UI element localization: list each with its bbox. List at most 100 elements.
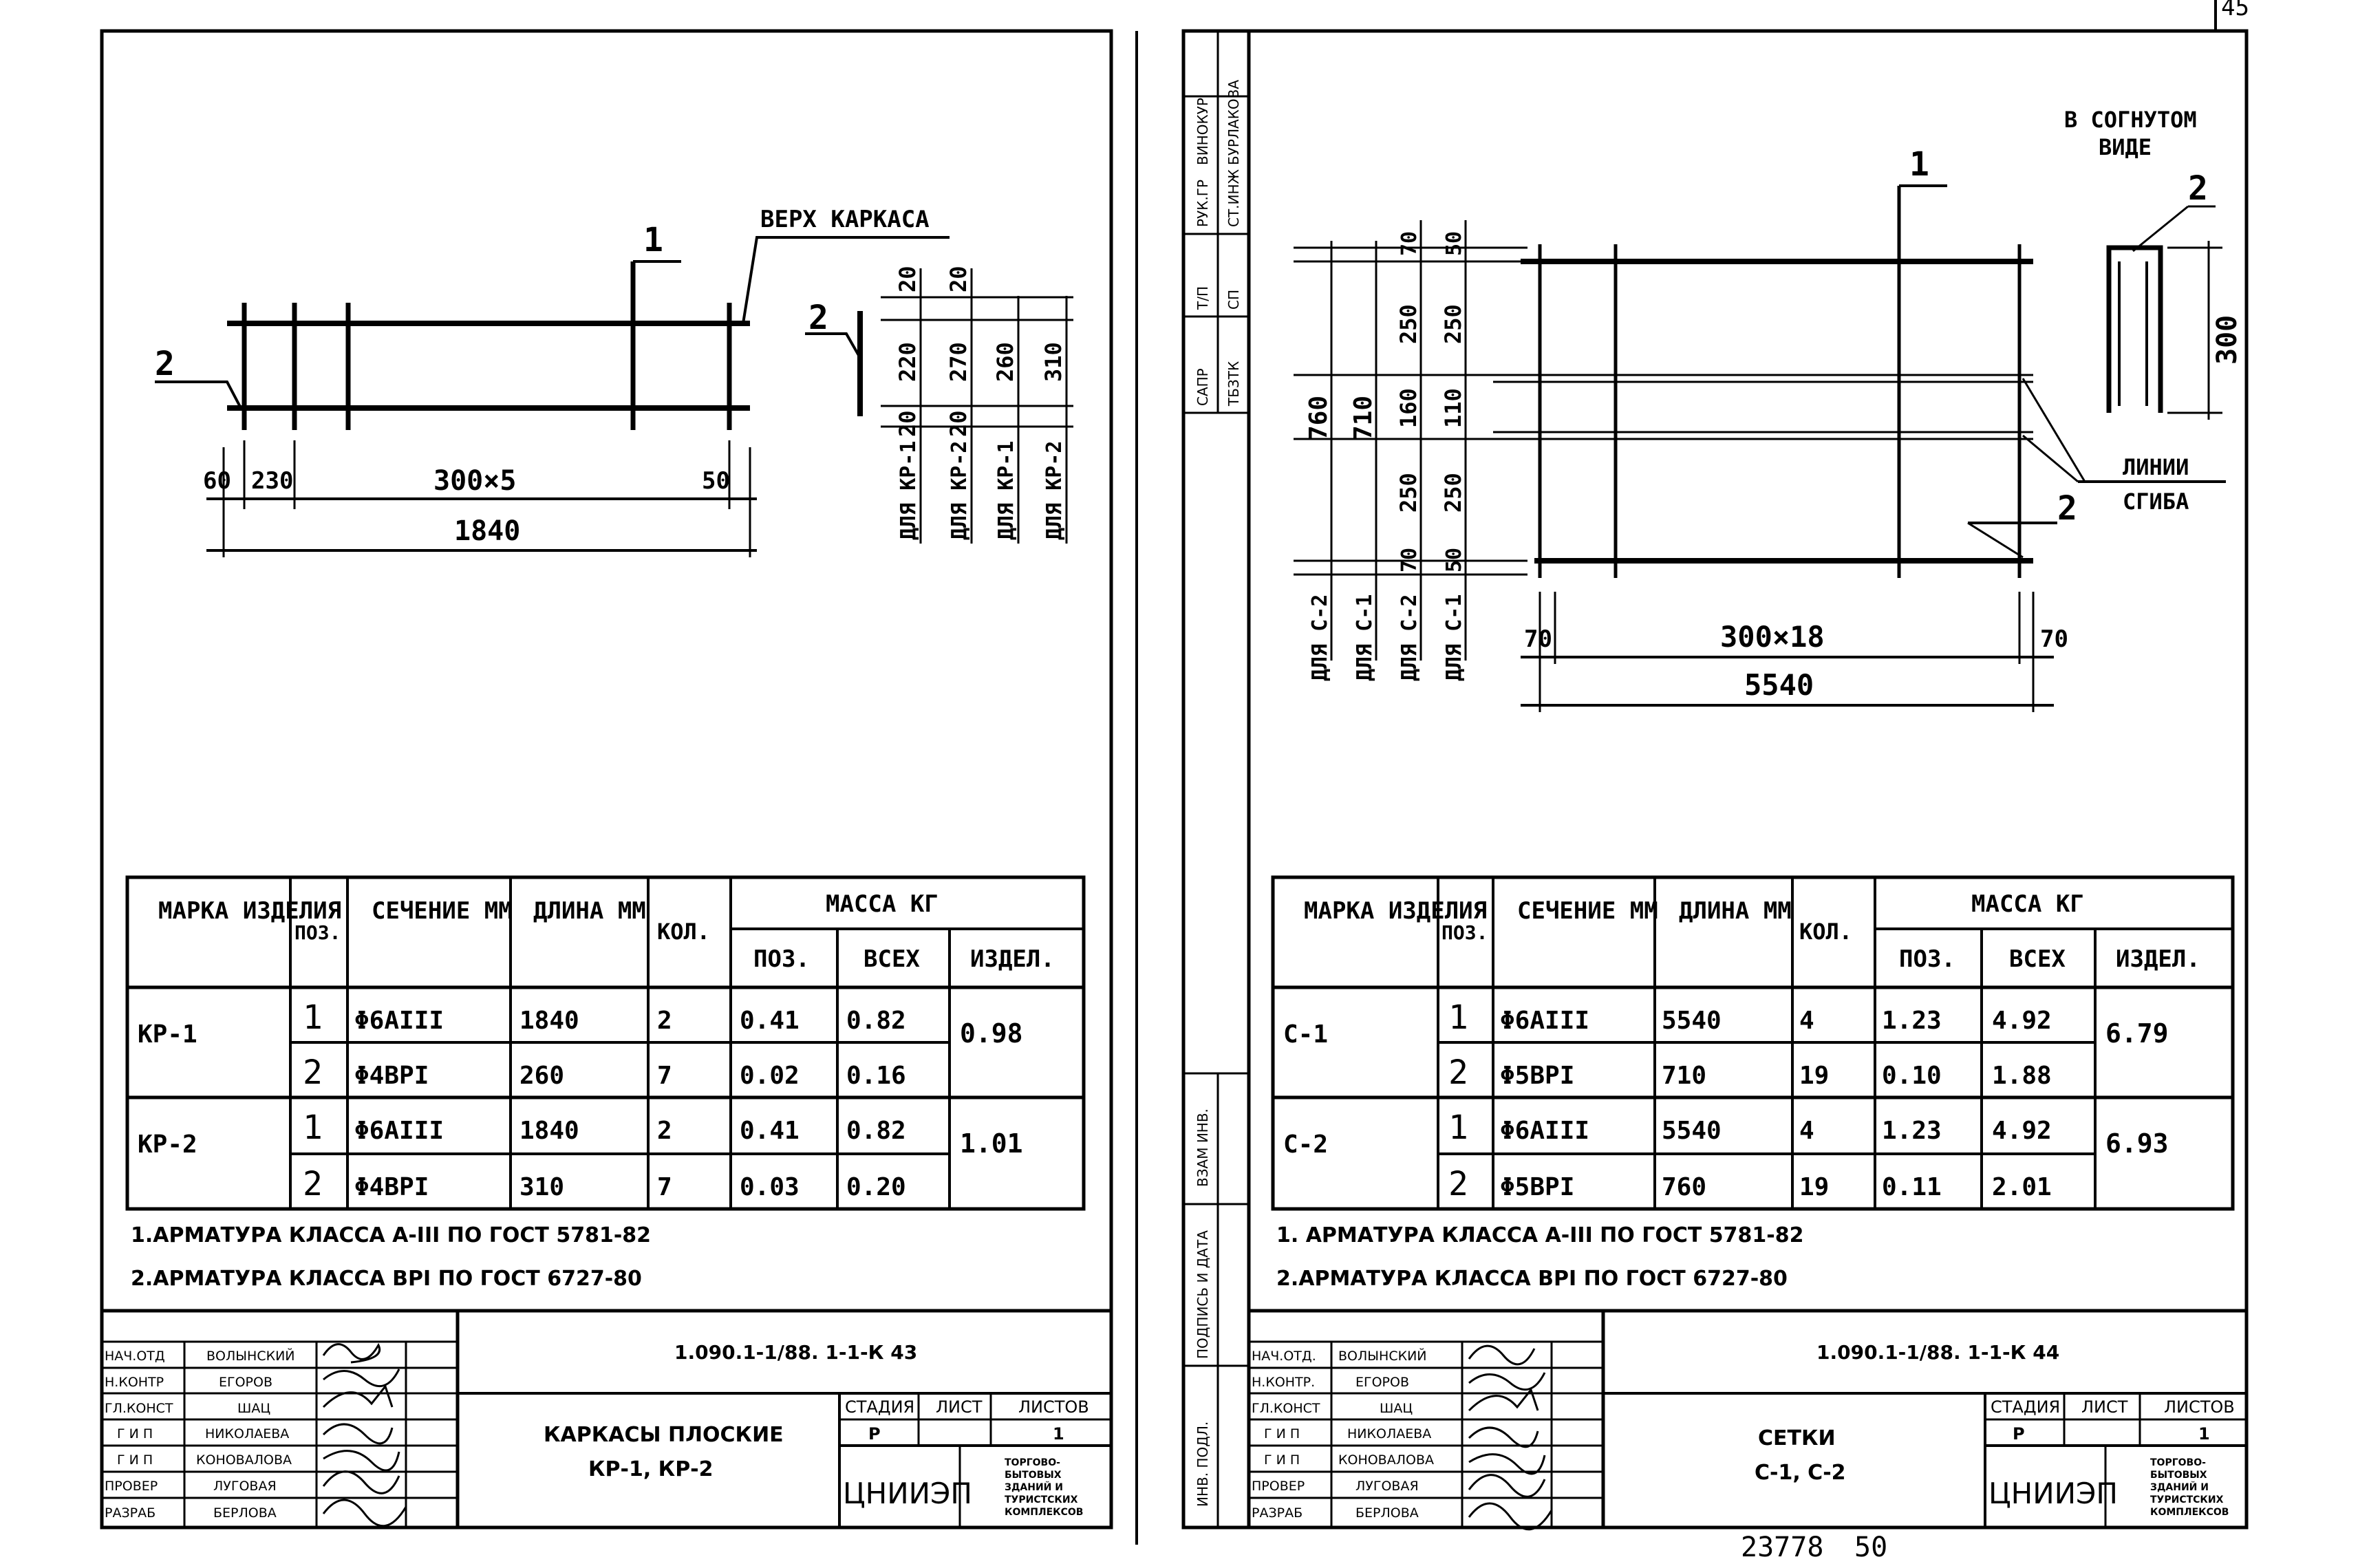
- left-title-1: КАРКАСЫ ПЛОСКИЕ: [544, 1423, 784, 1447]
- left-doc-code: 1.090.1-1/88. 1-1-К 43: [674, 1341, 917, 1364]
- cell: КР-2: [138, 1130, 197, 1159]
- v-dim: 70: [1397, 548, 1422, 572]
- v-dim: 50: [1442, 548, 1466, 572]
- cell: Φ6AIII: [354, 1007, 444, 1035]
- cell: 0.11: [1882, 1173, 1942, 1201]
- right-sheets-header: ЛИСТОВ: [2164, 1397, 2235, 1417]
- right-org-sub: ТОРГОВО- БЫТОВЫХ ЗДАНИЙ И ТУРИСТСКИХ КОМ…: [2150, 1457, 2229, 1518]
- v-dim: 160: [1395, 388, 1422, 428]
- cell: 0.03: [740, 1173, 800, 1201]
- bent-note-2: ВИДЕ: [2099, 134, 2152, 160]
- left-note-1: 1.АРМАТУРА КЛАССА А-III ПО ГОСТ 5781-82: [131, 1223, 651, 1247]
- org-line: КОМПЛЕКСОВ: [2150, 1507, 2229, 1518]
- strip-cell: СТ.ИНЖ: [1225, 169, 1242, 227]
- bent-dim: 300: [2211, 315, 2243, 365]
- cell: 0.20: [846, 1173, 906, 1201]
- role: ПРОВЕР: [105, 1479, 158, 1494]
- cell: 2: [657, 1007, 672, 1035]
- cell: 0.16: [846, 1062, 906, 1090]
- role: ГЛ.КОНСТ: [105, 1401, 173, 1416]
- hdr-section: СЕЧЕНИЕ ММ: [1517, 897, 1658, 925]
- cell: 1840: [519, 1117, 579, 1145]
- role: Г И П: [1264, 1452, 1300, 1468]
- hdr-pos: ПОЗ.: [294, 921, 341, 944]
- section-pos-2: 2: [808, 299, 828, 337]
- strip-cell: ПОДПИСЬ И ДАТА: [1194, 1230, 1211, 1359]
- hdr-qty: КОЛ.: [657, 919, 710, 945]
- org-line: КОМПЛЕКСОВ: [1005, 1507, 1083, 1518]
- right-sheets: 1: [2198, 1424, 2210, 1444]
- org-line: ЗДАНИЙ И: [2150, 1481, 2209, 1493]
- name: ЛУГОВАЯ: [213, 1479, 277, 1494]
- v-label: ДЛЯ С-1: [1442, 594, 1466, 681]
- pos-1-label: 1: [643, 221, 663, 259]
- org-line: ТОРГОВО-: [2150, 1457, 2206, 1468]
- cell: 1: [303, 1108, 323, 1147]
- cell: 4: [1799, 1007, 1814, 1035]
- cell: 4: [1799, 1117, 1814, 1145]
- name: ЛУГОВАЯ: [1355, 1479, 1419, 1494]
- cell: 1.88: [1992, 1062, 2052, 1090]
- hdr-mass-all: ВСЕХ: [2009, 945, 2066, 973]
- strip-cell: ИНВ. ПОДЛ.: [1194, 1422, 1211, 1507]
- strip-cell: СП: [1225, 290, 1242, 310]
- cell: 4.92: [1992, 1007, 2052, 1035]
- cell: 5540: [1662, 1117, 1722, 1145]
- bend-note-1: ЛИНИИ: [2123, 454, 2189, 480]
- cell: 0.82: [846, 1007, 906, 1035]
- v-dim: 250: [1440, 304, 1466, 344]
- svg-text:МАРКА ИЗДЕЛИЯ: МАРКА ИЗДЕЛИЯ: [158, 897, 341, 925]
- name: ШАЦ: [1380, 1401, 1413, 1416]
- cell: 0.41: [740, 1007, 800, 1035]
- left-note-2: 2.АРМАТУРА КЛАССА ВРI ПО ГОСТ 6727-80: [131, 1267, 642, 1291]
- right-title-1: СЕТКИ: [1758, 1426, 1836, 1450]
- cell: 7: [657, 1173, 672, 1201]
- cell: 0.02: [740, 1062, 800, 1090]
- left-stage: Р: [868, 1424, 881, 1444]
- hdr-mass-pos: ПОЗ.: [1899, 945, 1955, 973]
- right-table-headers: МАРКА ИЗДЕЛИЯ ПОЗ. СЕЧЕНИЕ ММ ДЛИНА ММ К…: [1304, 890, 2200, 973]
- v-dim: 70: [1397, 231, 1422, 256]
- v-overall: 760: [1305, 396, 1333, 440]
- cell: 2: [303, 1053, 323, 1092]
- right-org: ЦНИИЭП: [1988, 1477, 2118, 1510]
- v-label: ДЛЯ С-2: [1397, 594, 1422, 681]
- hdr-mass-item: ИЗДЕЛ.: [970, 945, 1055, 973]
- v-dim: 50: [1442, 231, 1466, 256]
- right-doc-code: 1.090.1-1/88. 1-1-К 44: [1816, 1341, 2059, 1364]
- sec-label: ДЛЯ КР-1: [897, 441, 921, 541]
- name: БЕРЛОВА: [213, 1505, 277, 1521]
- role: РАЗРАБ: [1252, 1505, 1302, 1521]
- v-dim: 110: [1440, 388, 1466, 428]
- sec-dim: 20: [945, 266, 972, 292]
- org-line: ТУРИСТСКИХ: [2150, 1494, 2224, 1505]
- right-overall-5540: 5540: [1744, 668, 1814, 702]
- cell: Φ6AIII: [1500, 1007, 1589, 1035]
- hdr-mass: МАССА КГ: [1971, 890, 2084, 918]
- hdr-mass: МАССА КГ: [826, 890, 939, 918]
- name: ШАЦ: [237, 1401, 270, 1416]
- bend-note-2: СГИБА: [2123, 489, 2189, 515]
- cell: 6.79: [2105, 1018, 2169, 1049]
- left-sheets: 1: [1053, 1424, 1064, 1444]
- org-line: БЫТОВЫХ: [2150, 1470, 2207, 1481]
- cell: Φ4BPI: [354, 1173, 429, 1201]
- org-line: ТУРИСТСКИХ: [1005, 1494, 1078, 1505]
- right-dim-70a: 70: [1524, 625, 1552, 653]
- cell: 1: [303, 998, 323, 1037]
- cell: 760: [1662, 1173, 1706, 1201]
- bottom-sheet-number: 50: [1854, 1532, 1887, 1563]
- left-org: ЦНИИЭП: [843, 1477, 972, 1510]
- cell: 1.01: [960, 1128, 1023, 1159]
- role: Н.КОНТР: [105, 1375, 164, 1390]
- callout-top-of-frame: ВЕРХ КАРКАСА: [760, 206, 930, 233]
- org-line: БЫТОВЫХ: [1005, 1470, 1062, 1481]
- cell: 2: [657, 1117, 672, 1145]
- left-table-body: КР-1 1 Φ6AIII 1840 2 0.41 0.82 0.98 2 Φ4…: [138, 998, 1023, 1203]
- cell: 2: [303, 1165, 323, 1203]
- cell: 1.23: [1882, 1007, 1942, 1035]
- strip-cell: ВИНОКУР: [1194, 98, 1211, 165]
- strip-cell: РУК.ГР: [1194, 180, 1211, 227]
- role: НАЧ.ОТД: [105, 1349, 165, 1364]
- cell: Φ4BPI: [354, 1062, 429, 1090]
